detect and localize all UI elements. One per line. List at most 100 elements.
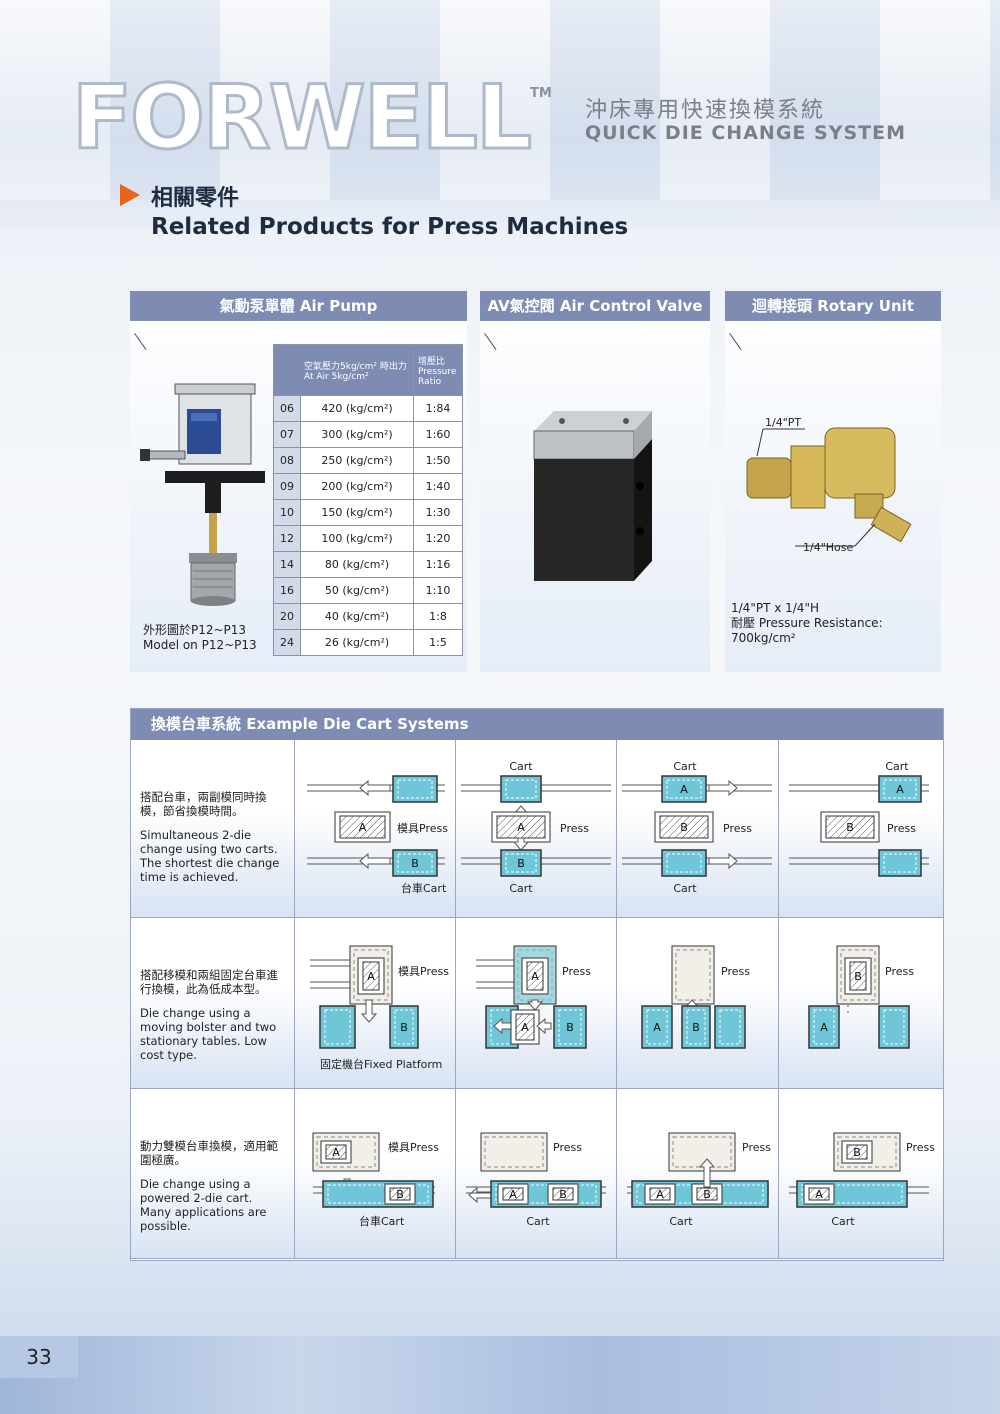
row-desc-en: Simultaneous 2-die change using two cart… bbox=[140, 828, 280, 884]
cart-label: Cart bbox=[885, 760, 909, 773]
die-label: A bbox=[653, 1021, 661, 1034]
rotary-unit-header: 迴轉接頭 Rotary Unit bbox=[725, 291, 941, 321]
section-title-cn: 相關零件 bbox=[151, 186, 240, 211]
press-label: Press bbox=[885, 965, 914, 978]
press-block bbox=[671, 945, 715, 1005]
cart-label: Cart bbox=[831, 1215, 855, 1228]
model-cell: 08 bbox=[273, 447, 301, 474]
press-label: Press bbox=[560, 822, 589, 835]
table-head-pressure-cn: 空氣壓力5kg/cm² 時出力 bbox=[304, 361, 407, 372]
model-cell: 09 bbox=[273, 473, 301, 500]
page-number: 33 bbox=[0, 1336, 78, 1378]
press-label: Press bbox=[742, 1141, 771, 1154]
output-cell: 26 (kg/cm²) bbox=[300, 629, 414, 656]
arrow-down-icon bbox=[526, 999, 544, 1011]
subtitle-cn: 沖床專用快速換模系統 bbox=[585, 98, 826, 123]
die-label: A bbox=[517, 821, 525, 834]
forwell-logo: FORWELL bbox=[71, 66, 534, 169]
die-label: B bbox=[517, 857, 525, 870]
arrow-down-icon bbox=[512, 837, 530, 851]
die-cart-row-description: 搭配台車，兩副模同時換模，節省換模時間。 Simultaneous 2-die c… bbox=[131, 740, 295, 918]
cart-label: Cart bbox=[526, 1215, 550, 1228]
air-pump-panel: 氣動泵單體 Air Pump 空氣壓力5kg/cm² 時出力 At Air 5k… bbox=[130, 291, 467, 672]
ratio-cell: 1:40 bbox=[413, 473, 463, 500]
cart-block bbox=[319, 1005, 356, 1049]
ratio-cell: 1:60 bbox=[413, 421, 463, 448]
die-press-label: 模具Press bbox=[398, 965, 449, 978]
die-label: A bbox=[332, 1146, 340, 1159]
die-label: A bbox=[367, 970, 375, 983]
model-cell: 24 bbox=[273, 629, 301, 656]
table-head-ratio-en: Pressure Ratio bbox=[418, 366, 457, 387]
ratio-cell: 1:16 bbox=[413, 551, 463, 578]
row-desc-en: Die change using a powered 2-die cart. M… bbox=[140, 1177, 267, 1233]
model-cell: 12 bbox=[273, 525, 301, 552]
press-block bbox=[480, 1132, 548, 1172]
rotary-spec: 1/4"PT x 1/4"H 耐壓 Pressure Resistance: 7… bbox=[731, 601, 883, 645]
model-cell: 14 bbox=[273, 551, 301, 578]
rotary-unit-panel: 迴轉接頭 Rotary Unit 1/4"PT 1/4"Hose 1/4"PT … bbox=[725, 291, 941, 672]
die-label: B bbox=[566, 1021, 574, 1034]
output-cell: 50 (kg/cm²) bbox=[300, 577, 414, 604]
die-label: B bbox=[853, 1146, 861, 1159]
cart-label: Cart bbox=[669, 1215, 693, 1228]
die-label: B bbox=[854, 970, 862, 983]
row-desc-cn: 搭配移模和兩組固定台車進行換模，此為低成本型。 bbox=[140, 968, 278, 996]
model-cell: 20 bbox=[273, 603, 301, 630]
model-cell: 07 bbox=[273, 421, 301, 448]
output-cell: 150 (kg/cm²) bbox=[300, 499, 414, 526]
die-cart-row-description: 動力雙模台車換模，適用範圍極廣。Die change using a power… bbox=[131, 1089, 295, 1259]
die-label: B bbox=[411, 857, 419, 870]
die-label: A bbox=[521, 1021, 529, 1034]
die-label: B bbox=[703, 1188, 711, 1201]
air-pump-image bbox=[140, 383, 265, 606]
footer-band bbox=[0, 1336, 1000, 1414]
ratio-cell: 1:50 bbox=[413, 447, 463, 474]
air-valve-panel: AV氣控閥 Air Control Valve bbox=[480, 291, 710, 672]
section-arrow-icon bbox=[120, 184, 140, 206]
press-label: Press bbox=[553, 1141, 582, 1154]
section-title-en: Related Products for Press Machines bbox=[151, 214, 629, 240]
arrow-up-icon bbox=[698, 1158, 716, 1188]
rotary-unit-image bbox=[746, 427, 912, 547]
cart-label: Cart bbox=[509, 760, 533, 773]
output-cell: 200 (kg/cm²) bbox=[300, 473, 414, 500]
arrow-down-icon bbox=[360, 999, 378, 1023]
die-label: B bbox=[692, 1021, 700, 1034]
die-label: B bbox=[400, 1021, 408, 1034]
ratio-cell: 1:10 bbox=[413, 577, 463, 604]
row-desc-cn: 搭配台車，兩副模同時換模，節省換模時間。 bbox=[140, 790, 267, 818]
arrow-left-icon bbox=[468, 1186, 492, 1204]
ratio-cell: 1:30 bbox=[413, 499, 463, 526]
die-cart-row-description: 搭配移模和兩組固定台車進行換模，此為低成本型。 Die change using … bbox=[131, 918, 295, 1089]
arrow-right-icon bbox=[708, 852, 738, 870]
die-label: A bbox=[531, 970, 539, 983]
fixed-platform-label: 固定機台Fixed Platform bbox=[320, 1057, 442, 1071]
arrow-left-icon bbox=[359, 779, 391, 797]
air-valve-header: AV氣控閥 Air Control Valve bbox=[480, 291, 710, 321]
model-cell: 06 bbox=[273, 395, 301, 422]
die-label: B bbox=[846, 821, 854, 834]
row-desc-en: Die change using a moving bolster and tw… bbox=[140, 1006, 277, 1062]
